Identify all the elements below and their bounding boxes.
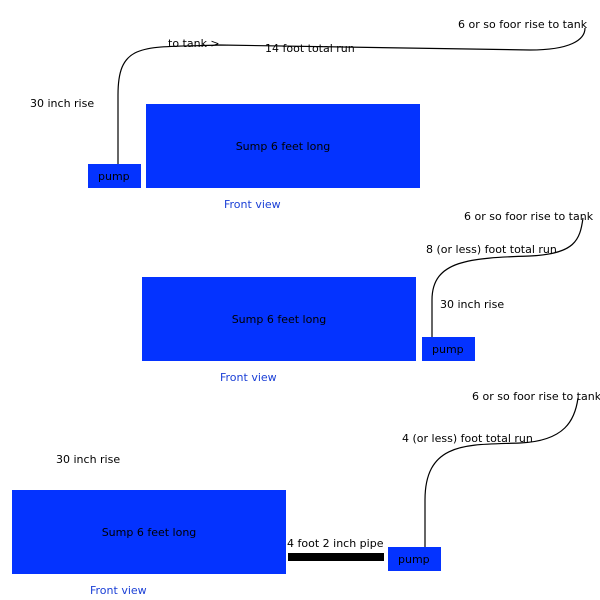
pipe-label-3: 4 foot 2 inch pipe [287,537,384,550]
sump-label-2: Sump 6 feet long [231,312,327,326]
front-view-label-3: Front view [90,584,147,597]
pump-label-3: pump [398,552,430,566]
sump-box-3: Sump 6 feet long [12,490,286,574]
total-run-label-2: 8 (or less) foot total run [426,243,557,256]
pump-box-1: pump [88,164,141,188]
sump-label-1: Sump 6 feet long [235,139,331,153]
pump-label-2: pump [432,342,464,356]
to-tank-label-1: to tank > [168,37,220,50]
rise-label-3: 30 inch rise [56,453,121,466]
pipe-line-1 [117,27,586,170]
total-run-label-1: 14 foot total run [265,42,355,55]
pipe-line-3 [424,397,579,550]
sump-label-3: Sump 6 feet long [101,525,197,539]
sump-box-2: Sump 6 feet long [142,277,416,361]
rise-label-1: 30 inch rise [30,97,95,110]
rise-label-2: 30 inch rise [440,298,505,311]
rise-to-tank-label-2: 6 or so foor rise to tank [464,210,594,223]
pump-label-1: pump [98,169,130,183]
pipe-line-2 [431,217,584,342]
front-view-label-1: Front view [224,198,281,211]
rise-to-tank-label-1: 6 or so foor rise to tank [458,18,588,31]
sump-box-1: Sump 6 feet long [146,104,420,188]
pump-box-2: pump [422,337,475,361]
total-run-label-3: 4 (or less) foot total run [402,432,533,445]
front-view-label-2: Front view [220,371,277,384]
horizontal-pipe-3 [288,553,384,561]
pump-box-3: pump [388,547,441,571]
rise-to-tank-label-3: 6 or so foor rise to tank [472,390,600,403]
